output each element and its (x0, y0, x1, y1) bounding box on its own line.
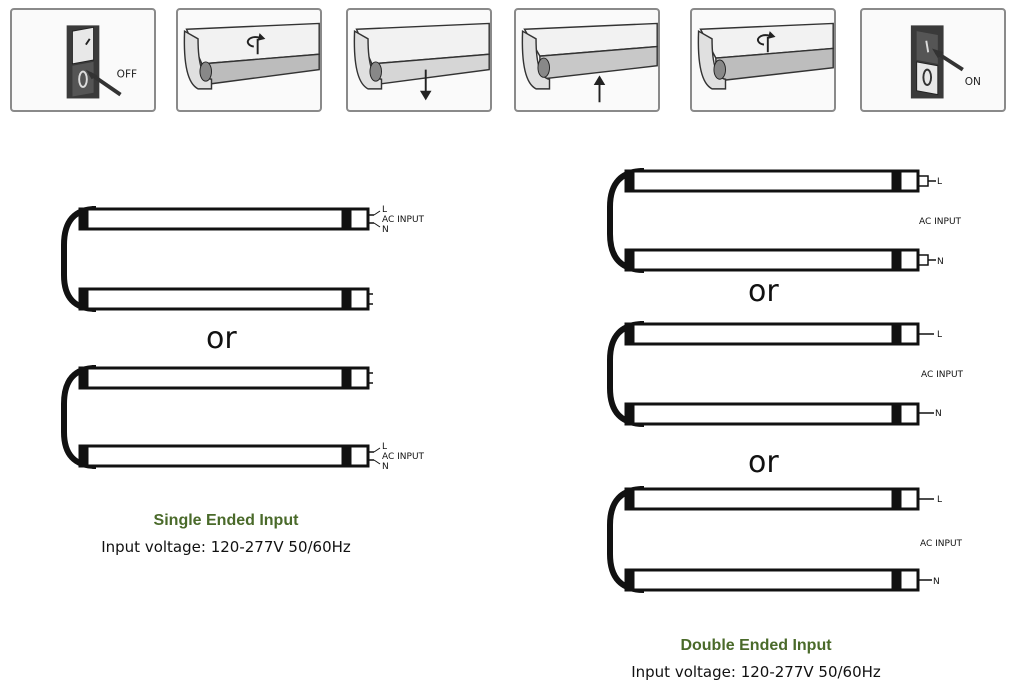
double-3-l-label: L (937, 495, 942, 505)
single-2-l-label: L (382, 442, 387, 452)
double-ended-voltage: Input voltage: 120-277V 50/60Hz (631, 663, 881, 681)
step-rotate-tube (690, 8, 836, 112)
double-1-ac-label: AC INPUT (919, 217, 962, 227)
double-1-n-label: N (937, 257, 944, 267)
single-2-ac-label: AC INPUT (382, 452, 425, 462)
single-2-n-label: N (382, 462, 389, 472)
off-label: OFF (117, 68, 137, 80)
single-1-l-label: L (382, 205, 387, 215)
single-1-n-label: N (382, 225, 389, 235)
double-3-ac-label: AC INPUT (920, 539, 963, 549)
single-ended-voltage: Input voltage: 120-277V 50/60Hz (101, 538, 351, 556)
double-or-1-label: or (748, 274, 779, 309)
single-ended-title: Single Ended Input (153, 512, 299, 529)
double-tube-3 (607, 486, 934, 593)
double-or-2-label: or (748, 445, 779, 480)
single-tube-1 (61, 206, 381, 312)
step-remove-tube (346, 8, 492, 112)
double-2-ac-label: AC INPUT (921, 370, 964, 380)
step-switch-on: ON (860, 8, 1006, 112)
tube-remove-icon (353, 22, 490, 101)
tube-insert-icon (521, 22, 658, 103)
step-insert-tube (514, 8, 660, 112)
tube-rotate-icon (697, 22, 834, 90)
double-1-l-label: L (937, 177, 942, 187)
switch-on-icon: ON (910, 25, 981, 99)
on-label: ON (965, 76, 981, 88)
double-3-n-label: N (933, 577, 940, 587)
single-tube-2 (61, 365, 381, 469)
step-remove-cover (176, 8, 322, 112)
step-switch-off: OFF (10, 8, 156, 112)
switch-off-icon: OFF (66, 25, 137, 99)
double-2-n-label: N (935, 409, 942, 419)
double-2-l-label: L (937, 330, 942, 340)
single-1-ac-label: AC INPUT (382, 215, 425, 225)
double-ended-title: Double Ended Input (680, 637, 832, 654)
double-tube-1 (607, 168, 936, 273)
fixture-rotate-icon (183, 22, 320, 90)
double-tube-2 (607, 321, 934, 427)
single-or-label: or (206, 321, 237, 356)
